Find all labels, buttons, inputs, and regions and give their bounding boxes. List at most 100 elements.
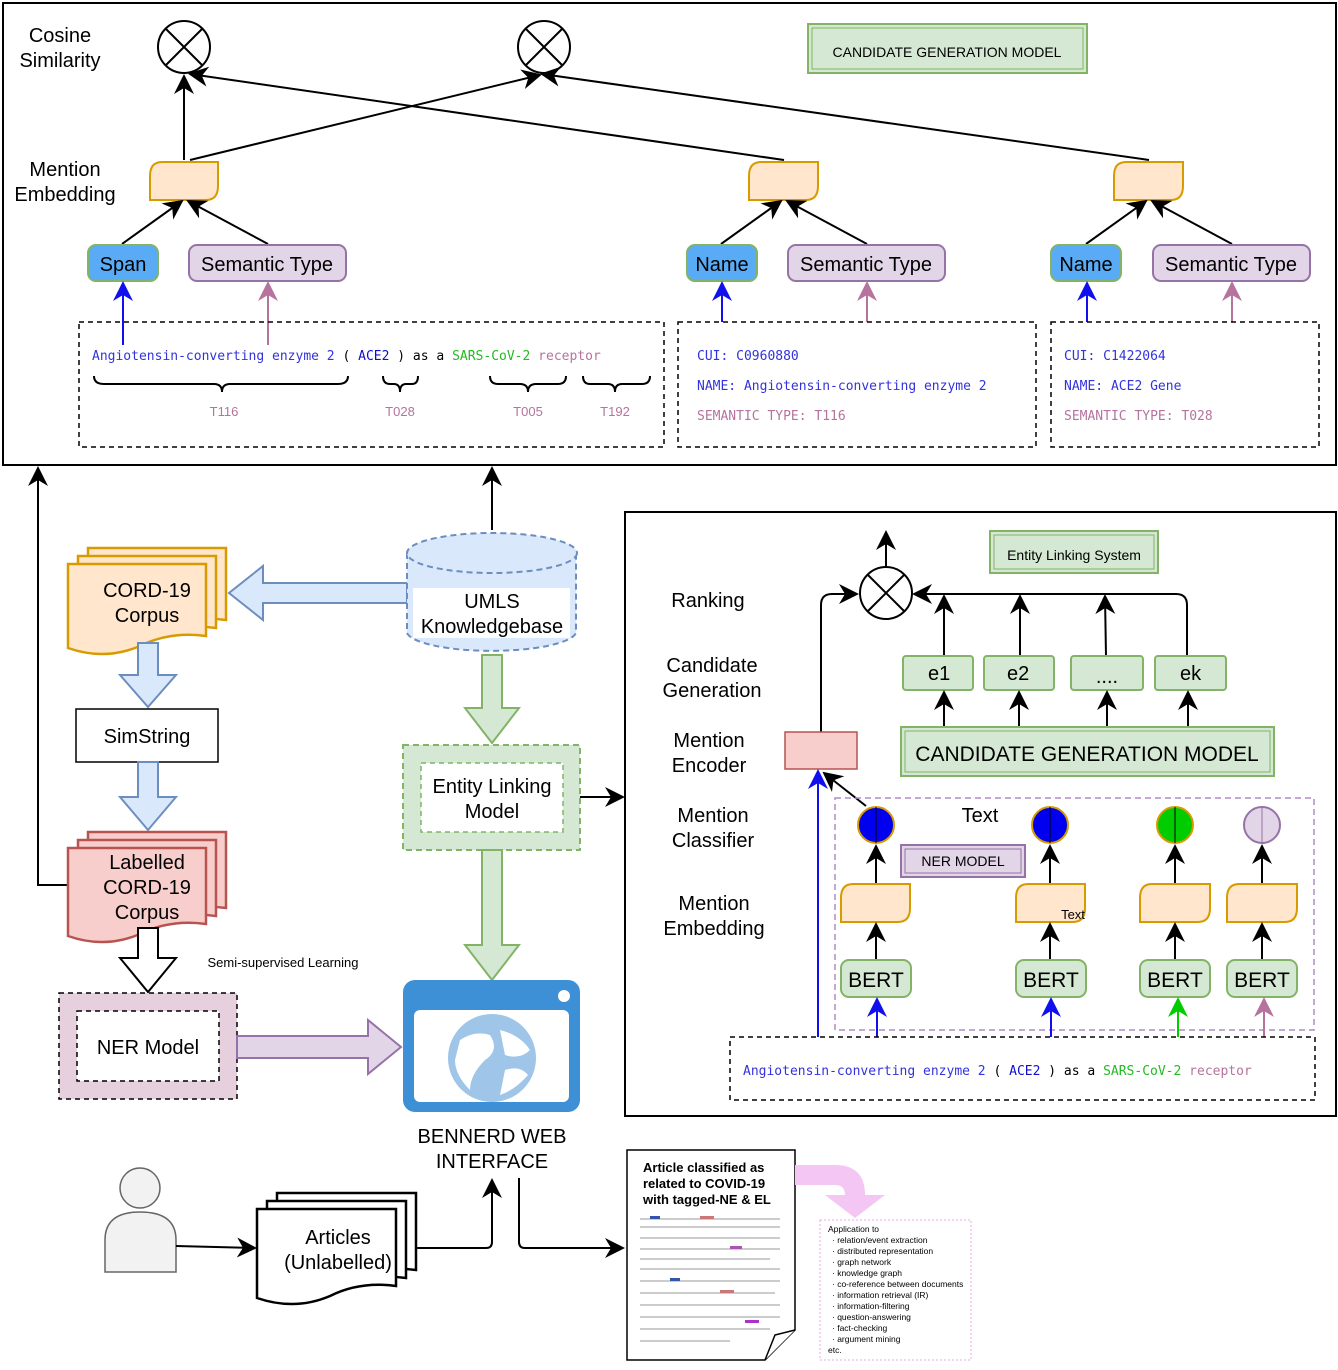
candidate-e2: e2 [983, 655, 1055, 691]
kb-cui: CUI: C0960880 [697, 349, 799, 364]
mention-embedding-label: Mention [29, 159, 100, 181]
svg-text:Name: Name [1059, 254, 1112, 276]
svg-text:(Unlabelled): (Unlabelled) [284, 1252, 392, 1274]
svg-text:Encoder: Encoder [672, 755, 747, 777]
name-node: Name [1050, 244, 1122, 282]
svg-text:Application to: Application to [828, 1224, 879, 1234]
semantic-type-node: Semantic Type [188, 244, 347, 282]
semantic-type-node: Semantic Type [1152, 244, 1311, 282]
bert-encoder: BERT [1015, 959, 1087, 998]
block-arrow-down [117, 927, 179, 994]
block-arrow-right [236, 1017, 403, 1077]
svg-text:· information-filtering: · information-filtering [832, 1301, 910, 1311]
bert-encoder: BERT [1139, 959, 1211, 998]
svg-text:Knowledgebase: Knowledgebase [421, 616, 563, 638]
name-embedding-shape [748, 161, 819, 201]
web-interface-icon[interactable] [403, 980, 580, 1112]
svg-text:BERT: BERT [848, 969, 904, 992]
cgm-title-box: CANDIDATE GENERATION MODEL [807, 23, 1088, 74]
els-title-box: Entity Linking System [989, 530, 1159, 574]
svg-text:· graph network: · graph network [832, 1257, 892, 1267]
umls-database: UMLS Knowledgebase [406, 532, 578, 652]
svg-text:ek: ek [1180, 663, 1202, 685]
kb-entry-box [677, 321, 1037, 448]
mention-encoder-label: Mention [673, 730, 744, 752]
span-node: Span [87, 244, 159, 282]
block-arrow-left [227, 563, 408, 623]
svg-text:Entity Linking: Entity Linking [433, 776, 552, 798]
ner-model-box: NER Model [58, 992, 238, 1100]
name-node: Name [686, 244, 758, 282]
ranking-op-icon [859, 566, 913, 620]
svg-text:e2: e2 [1007, 663, 1029, 685]
class-node-green [1156, 806, 1194, 844]
svg-text:Corpus: Corpus [115, 902, 179, 924]
articles-doc: Articles (Unlabelled) [255, 1191, 418, 1306]
input-sentence: Angiotensin-converting enzyme 2 ( ACE2 )… [92, 349, 601, 364]
token-embedding-shape [1015, 883, 1086, 923]
kb-name: NAME: Angiotensin-converting enzyme 2 [697, 379, 987, 394]
svg-text:Semantic Type: Semantic Type [800, 254, 932, 276]
web-interface-label-2: INTERFACE [436, 1151, 548, 1173]
svg-text:Embedding: Embedding [663, 918, 764, 940]
els-input-sentence-box [729, 1036, 1316, 1101]
svg-text:Semantic Type: Semantic Type [201, 254, 333, 276]
block-arrow-down [117, 761, 179, 832]
svg-text:etc.: etc. [828, 1345, 842, 1355]
kb-name: NAME: ACE2 Gene [1064, 379, 1182, 394]
svg-text:BERT: BERT [1023, 969, 1079, 992]
name-embedding-shape [1113, 161, 1184, 201]
token-embedding-shape [1226, 883, 1298, 923]
svg-text:Model: Model [465, 801, 519, 823]
candidate-generation-label: Candidate [666, 655, 757, 677]
ranking-label: Ranking [671, 590, 744, 612]
svg-text:· argument mining: · argument mining [832, 1334, 901, 1344]
svg-text:Entity Linking System: Entity Linking System [1007, 547, 1141, 563]
class-node-purple [1243, 806, 1281, 844]
svg-text:· question-answering: · question-answering [832, 1312, 911, 1322]
text-label: Text [962, 805, 999, 827]
svg-text:related to COVID-19: related to COVID-19 [643, 1176, 765, 1191]
candidate-ek: ek [1154, 655, 1227, 691]
svg-text:CANDIDATE GENERATION MODEL: CANDIDATE GENERATION MODEL [915, 743, 1258, 766]
cord19-corpus-doc: CORD-19 Corpus [66, 546, 228, 656]
svg-text:with tagged-NE & EL: with tagged-NE & EL [642, 1192, 771, 1207]
svg-text:UMLS: UMLS [464, 591, 520, 613]
kb-cui: CUI: C1422064 [1064, 349, 1166, 364]
labelled-corpus-doc: Labelled CORD-19 Corpus [66, 830, 228, 944]
block-arrow-down [462, 654, 522, 745]
svg-text:· co-reference between documen: · co-reference between documents [832, 1279, 963, 1289]
class-node-blue [1031, 806, 1069, 844]
mention-embedding-label: Mention [678, 893, 749, 915]
user-icon [104, 1167, 177, 1273]
svg-text:· information retrieval (IR): · information retrieval (IR) [832, 1290, 929, 1300]
applications-box: Application to · relation/event extracti… [819, 1219, 972, 1361]
mention-classifier-label: Mention [677, 805, 748, 827]
token-embedding-shape [840, 883, 911, 923]
svg-text:Generation: Generation [663, 680, 762, 702]
svg-text:Corpus: Corpus [115, 605, 179, 627]
kb-type: SEMANTIC TYPE: T116 [697, 409, 846, 424]
svg-text:Article classified as: Article classified as [643, 1160, 764, 1175]
bert-encoder: BERT [1226, 959, 1298, 998]
simstring-box: SimString [75, 708, 219, 763]
candidate-generation-panel: Cosine Similarity Mention Embedding CAND… [2, 2, 1337, 466]
cgm-title: CANDIDATE GENERATION MODEL [833, 44, 1062, 60]
svg-text:CORD-19: CORD-19 [103, 877, 191, 899]
cosine-label: Cosine [29, 25, 91, 47]
block-arrow-down [117, 642, 179, 709]
mention-encoder-box [784, 731, 858, 770]
svg-text:· distributed representation: · distributed representation [832, 1246, 933, 1256]
cgm-box: CANDIDATE GENERATION MODEL [900, 726, 1275, 777]
svg-text:Labelled: Labelled [109, 852, 185, 874]
span-braces [93, 375, 651, 393]
svg-text:· relation/event extraction: · relation/event extraction [832, 1235, 928, 1245]
svg-text:Semantic Type: Semantic Type [1165, 254, 1297, 276]
svg-text:· fact-checking: · fact-checking [832, 1323, 888, 1333]
svg-text:....: .... [1096, 666, 1118, 688]
mention-embedding-label-2: Embedding [14, 184, 115, 206]
svg-text:SimString: SimString [104, 726, 191, 748]
type-label: T192 [600, 404, 630, 419]
mention-embedding-shape [149, 161, 219, 201]
